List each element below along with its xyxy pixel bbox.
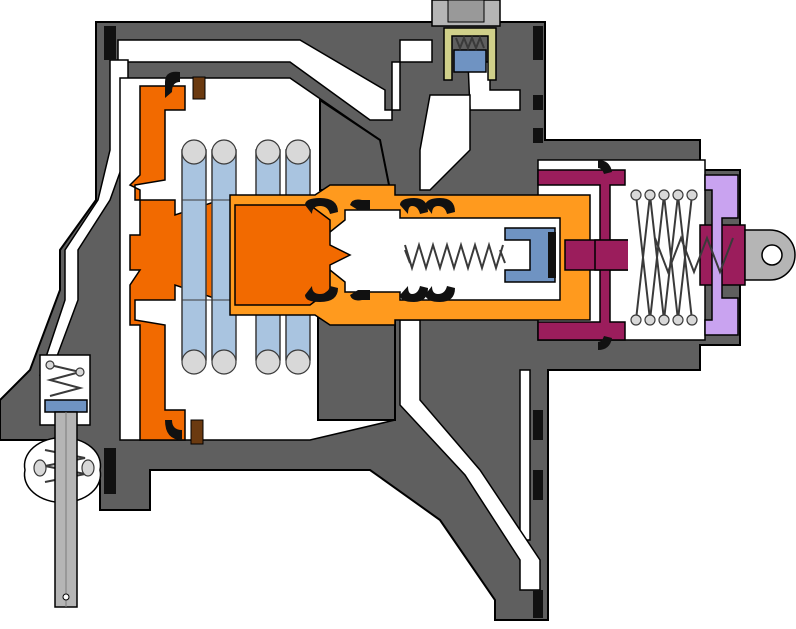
- housing-seal-right-4: [533, 410, 543, 440]
- seal-lower-4: [425, 286, 455, 302]
- spring-column-2: [211, 139, 237, 375]
- seal-lower-2: [350, 290, 370, 301]
- passage-vertical-right: [519, 369, 531, 541]
- piston-core: [234, 204, 352, 306]
- seal-upper-3: [400, 198, 428, 214]
- housing-seal-right-5: [533, 470, 543, 500]
- lower-rod: [54, 411, 78, 608]
- seal-lower-3: [400, 286, 428, 302]
- central-piston: [229, 184, 591, 326]
- piston-inner-bore: [319, 209, 561, 301]
- seal-upper-1: [305, 198, 338, 214]
- valve-seal-top: [598, 160, 612, 174]
- diaphragm-seal-bottom-block: [190, 419, 204, 445]
- housing-seal-right-3: [533, 128, 543, 143]
- valve-cup-seal: [548, 232, 556, 278]
- end-eye: [744, 229, 796, 281]
- housing-seal-right-1: [533, 26, 543, 60]
- diaphragm-seal-top-block: [192, 76, 206, 100]
- housing-seal-bottom: [104, 448, 116, 494]
- housing-seal-right-2: [533, 95, 543, 110]
- piston-seals: [305, 198, 455, 302]
- seal-upper-2: [350, 199, 370, 210]
- valve-body-main: [537, 169, 636, 341]
- spring-column-1: [181, 139, 207, 375]
- housing-seal-right-6: [533, 590, 543, 618]
- housing-rib: [317, 317, 396, 421]
- relief-valve-plate: [44, 399, 88, 413]
- housing-seal-top: [104, 26, 116, 60]
- check-valve-cup: [453, 49, 487, 73]
- control-valve-spring: [628, 189, 734, 326]
- valve-seal-bottom: [598, 336, 612, 350]
- seal-lower-1: [305, 286, 338, 302]
- diaphragm-seal-top-hook: [165, 71, 180, 98]
- top-check-valve: [431, 0, 501, 81]
- check-valve-body: [443, 27, 497, 81]
- diaphragm-seal-bottom-hook: [165, 420, 182, 440]
- seal-upper-4: [425, 198, 455, 214]
- passage-mid-right: [419, 94, 471, 191]
- passage-top: [117, 39, 433, 121]
- end-cap: [704, 174, 739, 336]
- inner-spring: [404, 241, 506, 272]
